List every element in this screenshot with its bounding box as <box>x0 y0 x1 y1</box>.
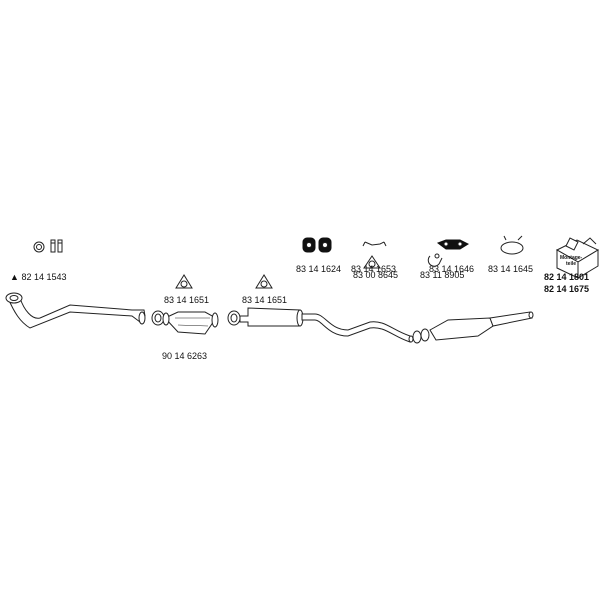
clamp-icon[interactable] <box>427 253 443 267</box>
part-label-82141801[interactable]: 82 14 1801 <box>544 272 590 282</box>
gasket-1[interactable] <box>151 310 165 326</box>
bracket-icon[interactable] <box>362 241 387 247</box>
part-label-83141653[interactable]: 83 14 1653 <box>351 264 397 274</box>
front-pipe[interactable] <box>5 292 146 329</box>
kit-box-label-line1: Montage- <box>560 255 583 261</box>
triangle-gasket-icon-2[interactable] <box>255 274 273 289</box>
part-label-83141624[interactable]: 83 14 1624 <box>296 264 342 274</box>
middle-silencer[interactable] <box>239 307 414 343</box>
part-label-83141651-a[interactable]: 83 14 1651 <box>164 295 210 305</box>
catalytic-converter[interactable] <box>162 311 219 335</box>
triangle-marker: ▲ <box>10 272 19 282</box>
triangle-gasket-icon-1[interactable] <box>175 274 193 289</box>
part-label-83141645[interactable]: 83 14 1645 <box>488 264 534 274</box>
part-label-90146263[interactable]: 90 14 6263 <box>162 351 208 361</box>
part-label-82141675[interactable]: 82 14 1675 <box>544 284 590 294</box>
kit-box-label-line2: teile <box>566 261 576 267</box>
part-label-83141646[interactable]: 83 14 1646 <box>429 264 475 274</box>
hanger-icon[interactable] <box>436 239 470 250</box>
assembly-kit-box[interactable] <box>555 237 600 279</box>
part-label-82141543[interactable]: ▲ 82 14 1543 <box>10 272 66 282</box>
part-label-83141651-b[interactable]: 83 14 1651 <box>242 295 288 305</box>
rubber-mount-icon[interactable] <box>302 237 332 253</box>
part-number: 82 14 1543 <box>21 272 67 282</box>
part-label-83118905[interactable]: 83 11 8905 <box>420 270 465 280</box>
hanger-ring-icon[interactable] <box>500 235 524 255</box>
rear-silencer[interactable] <box>429 311 534 341</box>
gasket-2[interactable] <box>227 310 241 326</box>
rear-clamp[interactable] <box>412 328 430 344</box>
part-label-83008645[interactable]: 83 00 8645 <box>353 270 399 280</box>
seal-ring-icon[interactable] <box>33 239 63 253</box>
triangle-gasket-icon-3[interactable] <box>363 255 381 269</box>
